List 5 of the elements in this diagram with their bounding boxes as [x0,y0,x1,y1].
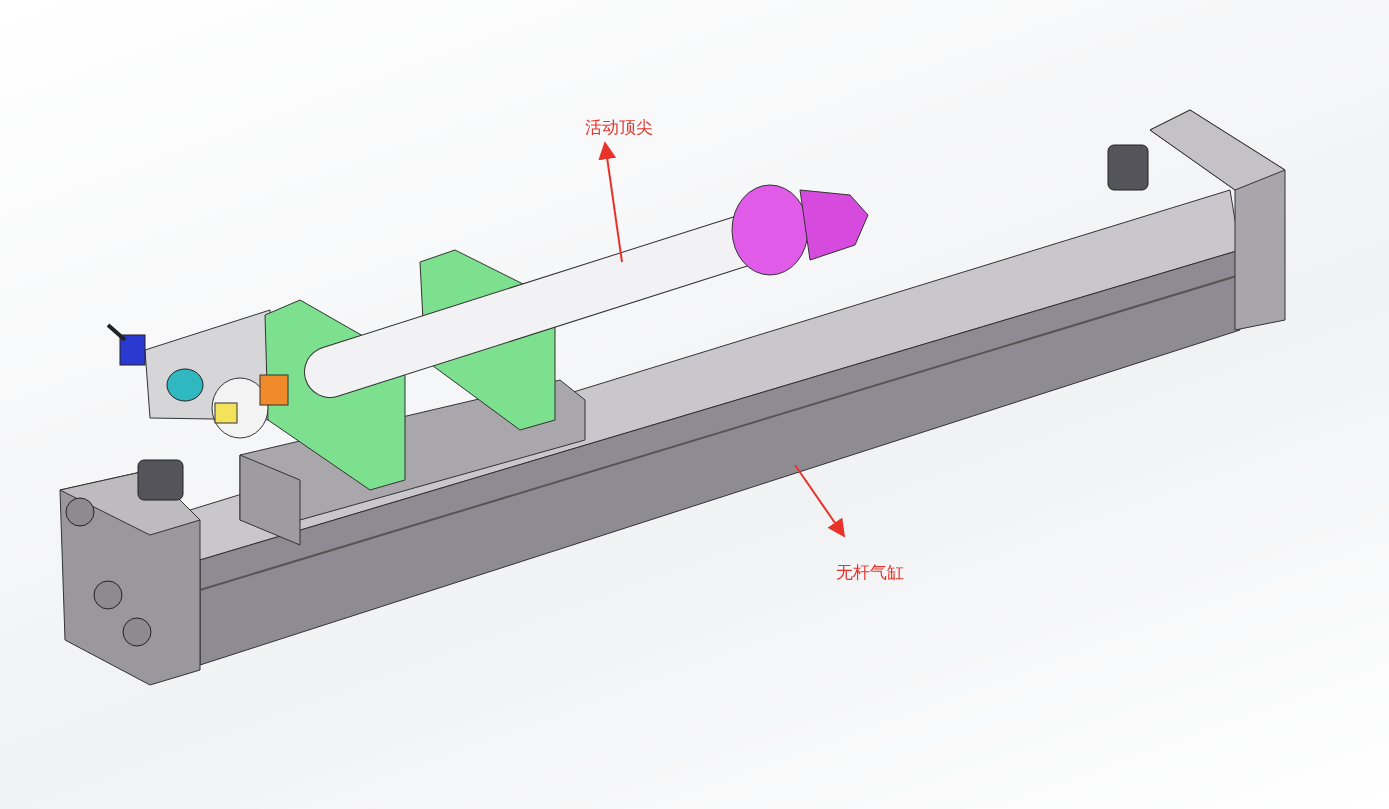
movable-centre-drawing [211,184,869,439]
leader-arrow [598,141,623,263]
callout-label: 无杆气缸 [836,562,904,583]
callout-label: 活动顶尖 [585,117,653,138]
leader-arrow [794,464,845,538]
